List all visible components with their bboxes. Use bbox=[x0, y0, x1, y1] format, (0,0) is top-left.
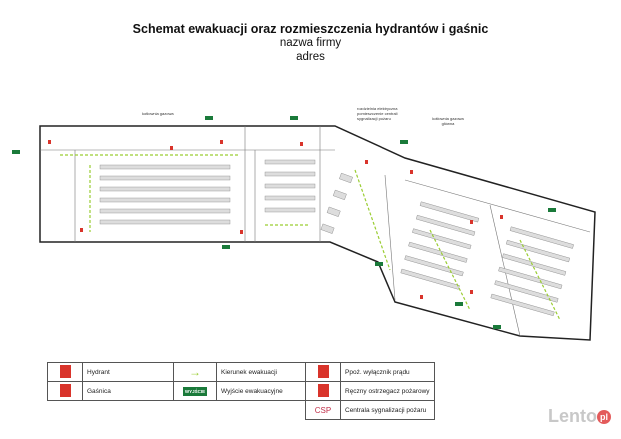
csp-icon: CSP bbox=[314, 405, 332, 415]
shelf bbox=[509, 226, 574, 249]
arrow-right-icon: → bbox=[189, 365, 201, 379]
exit-sign bbox=[12, 150, 20, 154]
exit-sign bbox=[455, 302, 463, 306]
shelf bbox=[502, 253, 567, 276]
shelf bbox=[498, 266, 563, 290]
call-point-icon bbox=[317, 383, 329, 397]
legend: Hydrant → Kierunek ewakuacji Ppoż. wyłąc… bbox=[47, 362, 435, 420]
shelf bbox=[415, 214, 476, 236]
address: adres bbox=[296, 51, 325, 63]
shelf bbox=[264, 159, 316, 165]
shelf bbox=[494, 280, 559, 303]
legend-extinguisher: Gaśnica bbox=[82, 381, 174, 401]
shelf bbox=[99, 164, 231, 170]
shelf bbox=[99, 219, 231, 225]
exit-sign-icon: WYJŚCIE bbox=[182, 386, 208, 396]
legend-evac-exit: Wyjście ewakuacyjne bbox=[216, 381, 306, 401]
shelf bbox=[320, 223, 335, 234]
shelf bbox=[264, 195, 316, 201]
shelf bbox=[419, 201, 480, 223]
shelf bbox=[412, 228, 472, 250]
label-main-boiler-room: kotłownia gazowa główna bbox=[432, 117, 464, 126]
legend-call-point: Ręczny ostrzegacz pożarowy bbox=[340, 381, 435, 401]
shelf bbox=[332, 189, 347, 201]
shelf bbox=[99, 186, 231, 192]
exit-sign bbox=[548, 208, 556, 212]
page-title: Schemat ewakuacji oraz rozmieszczenia hy… bbox=[132, 22, 489, 36]
label-electrical-room: rozdzielnia elektryczna pomieszczenie ce… bbox=[357, 107, 398, 121]
building-outline bbox=[39, 125, 596, 341]
shelf bbox=[99, 175, 231, 181]
shelf bbox=[264, 171, 316, 177]
shelf bbox=[400, 268, 460, 290]
hydrant-icon bbox=[59, 364, 71, 378]
legend-csp: Centrala sygnalizacji pożaru bbox=[340, 400, 435, 420]
power-switch-icon bbox=[317, 364, 329, 378]
exit-sign bbox=[290, 116, 298, 120]
shelf bbox=[99, 208, 231, 214]
shelf bbox=[326, 206, 341, 217]
shelf bbox=[99, 197, 231, 203]
shelf bbox=[264, 183, 316, 189]
exit-sign bbox=[222, 245, 230, 249]
shelf bbox=[490, 293, 555, 317]
legend-power-switch: Ppoż. wyłącznik prądu bbox=[340, 362, 435, 382]
shelf bbox=[404, 255, 464, 277]
exit-sign bbox=[400, 140, 408, 144]
shelf bbox=[505, 239, 571, 263]
legend-evac-direction: Kierunek ewakuacji bbox=[216, 362, 306, 382]
label-boiler-room: kotłownia gazowa bbox=[142, 111, 174, 116]
exit-sign bbox=[493, 325, 501, 329]
shelf bbox=[408, 241, 468, 263]
company-name: nazwa firmy bbox=[279, 37, 342, 49]
shelf bbox=[264, 207, 316, 213]
extinguisher-icon bbox=[59, 383, 71, 397]
exit-sign bbox=[375, 262, 383, 266]
legend-hydrant: Hydrant bbox=[82, 362, 174, 382]
shelf bbox=[339, 172, 353, 184]
exit-sign bbox=[205, 116, 213, 120]
